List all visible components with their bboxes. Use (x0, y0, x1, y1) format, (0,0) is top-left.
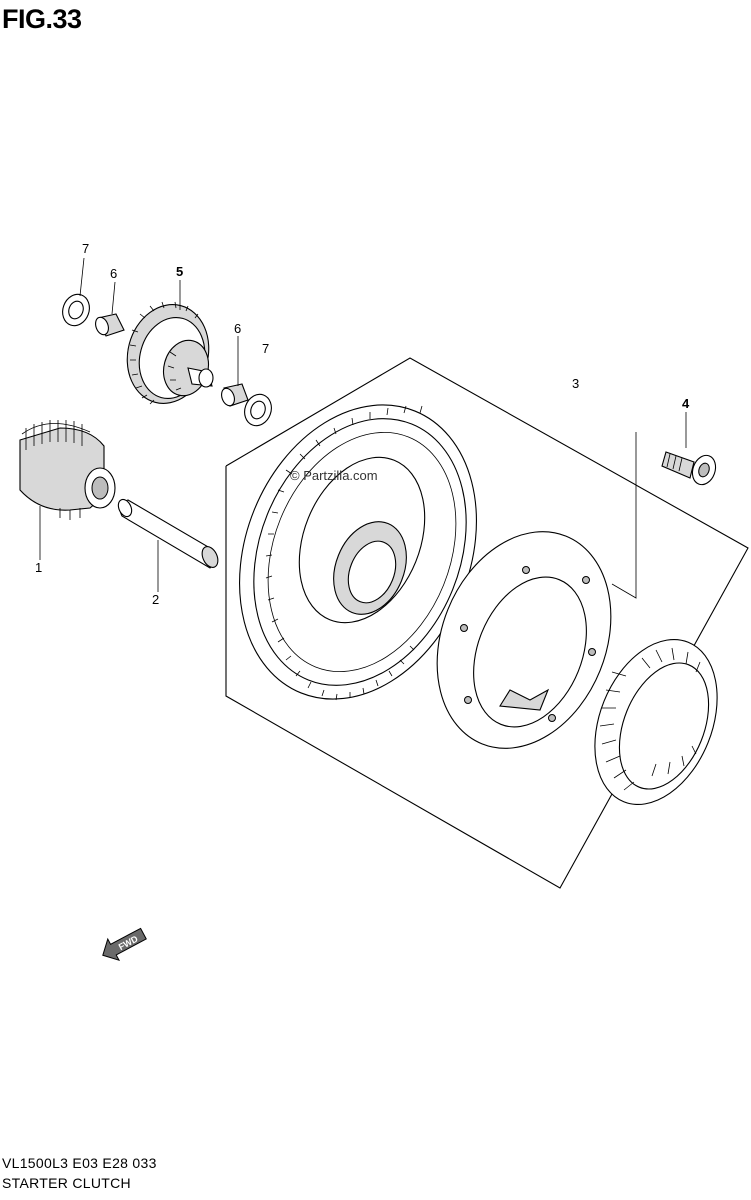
callout-3: 3 (572, 376, 579, 391)
idle-gear-teeth (21, 420, 91, 450)
bushing-right-part (221, 383, 249, 407)
callout-2: 2 (152, 592, 159, 607)
watermark-text: © Partzilla.com (290, 468, 378, 483)
idle-gear-shaft-part (117, 498, 219, 569)
double-gear-part (126, 301, 214, 405)
washer-right-part (244, 393, 272, 427)
starter-idle-gear-part (19, 420, 116, 520)
one-way-clutch-sprags (599, 647, 701, 791)
double-gear-teeth (129, 301, 199, 405)
callout-5: 5 (176, 264, 183, 279)
bushing-left-part (95, 313, 125, 337)
leader-lines (39, 257, 687, 592)
callout-1: 1 (35, 560, 42, 575)
callout-6-left: 6 (110, 266, 117, 281)
figure-title: FIG.33 (2, 4, 82, 34)
callout-7-left: 7 (82, 241, 89, 256)
starter-clutch-body-part (436, 531, 612, 749)
driven-gear-teeth (265, 405, 423, 701)
washer-left-part (62, 293, 90, 327)
bolt-part (661, 451, 717, 486)
callout-4: 4 (682, 396, 690, 411)
callout-7-right: 7 (262, 341, 269, 356)
fwd-arrow-icon: FWD (102, 927, 147, 962)
section-name: STARTER CLUTCH (2, 1175, 131, 1191)
assembly-leader-4 (611, 432, 637, 599)
callout-6-right: 6 (234, 321, 241, 336)
one-way-clutch-part (594, 638, 718, 806)
model-code: VL1500L3 E03 E28 033 (2, 1155, 157, 1171)
starter-driven-gear-part (239, 404, 477, 701)
